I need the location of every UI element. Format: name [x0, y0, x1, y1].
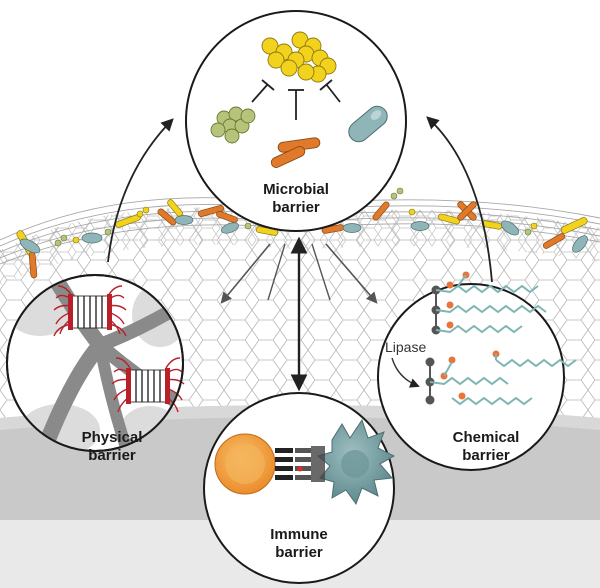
arrow-microbial-to-chemical: [325, 243, 378, 304]
arrow-chemical-to-microbial: [426, 116, 493, 283]
arrow-microbial-down-left: [267, 243, 286, 301]
microbial-barrier-label-line2: barrier: [272, 199, 320, 216]
arrow-physical-to-microbial: [107, 118, 174, 263]
chemical-barrier-label-line2: barrier: [462, 447, 510, 464]
chemical-barrier-panel: Lipase Chemical barrier: [377, 271, 577, 471]
desmosome-bottom: [111, 357, 185, 413]
desmosome-top: [53, 285, 127, 337]
arrow-microbial-down-right: [311, 243, 331, 301]
surface-microbes: [16, 187, 588, 279]
yellow-cocci-cluster: [261, 31, 337, 83]
triglyceride-molecules: [425, 271, 577, 406]
immune-barrier-label-line1: Immune: [270, 526, 328, 543]
immune-barrier-label-line2: barrier: [275, 544, 323, 561]
lipase-arrow: [391, 357, 420, 388]
microbial-barrier-panel: Microbial barrier: [185, 10, 407, 232]
lipase-label: Lipase: [385, 339, 426, 355]
physical-barrier-label-line2: barrier: [88, 447, 136, 464]
microbial-barrier-label-line1: Microbial: [263, 181, 329, 198]
inhibition-tbar-icon: [251, 79, 341, 120]
chemical-barrier-label-line1: Chemical: [453, 429, 520, 446]
receptor-interaction: [275, 446, 325, 482]
immune-barrier-panel: Immune barrier: [203, 392, 396, 584]
physical-barrier-panel: Physical barrier: [6, 274, 185, 464]
orange-rods: [270, 137, 321, 168]
physical-barrier-label-line1: Physical: [82, 429, 143, 446]
teal-microbe: [348, 105, 388, 143]
arrow-microbial-to-physical: [220, 243, 271, 304]
green-cocci-cluster: [210, 106, 256, 144]
